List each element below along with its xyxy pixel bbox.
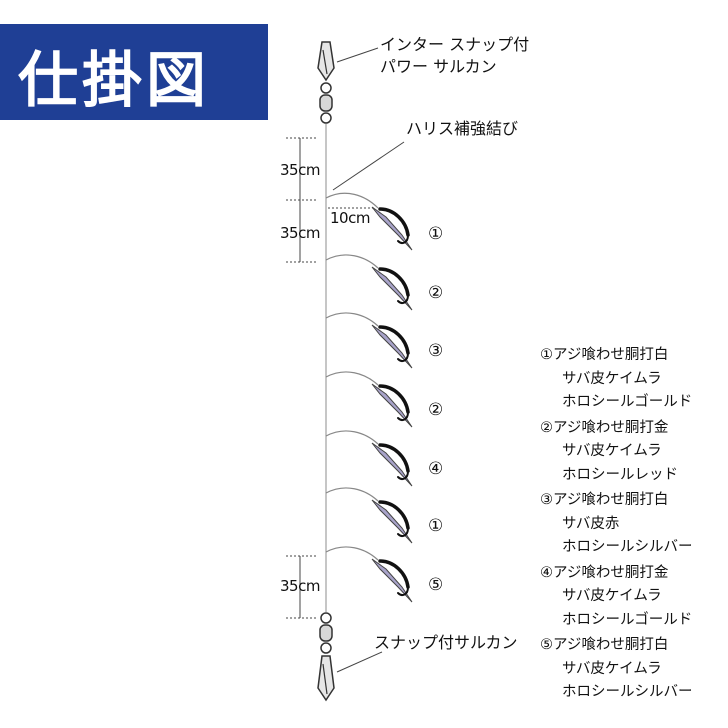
dimension-lines: [286, 137, 316, 619]
legend-item: ⑤アジ喰わせ胴打白 サバ皮ケイムラ ホロシールシルバー: [540, 634, 726, 705]
top-snap-label-line2: パワー サルカン: [380, 57, 497, 76]
hook-number: ③: [428, 341, 444, 361]
legend-head: ⑤アジ喰わせ胴打白: [540, 637, 669, 653]
lure-legend: ①アジ喰わせ胴打白 サバ皮ケイムラ ホロシールゴールド ②アジ喰わせ胴打金 サバ…: [540, 344, 726, 707]
legend-line: ホロシールゴールド: [562, 394, 693, 410]
legend-head: ③アジ喰わせ胴打白: [540, 492, 669, 508]
legend-line: サバ皮ケイムラ: [562, 443, 662, 459]
hook-number: ②: [428, 283, 444, 303]
dimension-label-1: 35cm: [280, 161, 320, 179]
legend-line: サバ皮ケイムラ: [562, 370, 662, 387]
hook-number: ⑤: [428, 575, 444, 595]
legend-item: ①アジ喰わせ胴打白 サバ皮ケイムラ ホロシールゴールド: [540, 344, 726, 415]
legend-line: サバ皮赤: [562, 515, 620, 532]
legend-line: サバ皮ケイムラ: [562, 588, 662, 604]
legend-line: ホロシールシルバー: [562, 684, 693, 700]
branch-length-label: 10cm: [330, 209, 370, 227]
legend-line: サバ皮ケイムラ: [562, 660, 662, 677]
dimension-label-2: 35cm: [280, 224, 320, 242]
top-snap-label-line1: インター スナップ付: [380, 35, 530, 54]
legend-head: ①アジ喰わせ胴打白: [540, 347, 669, 363]
legend-item: ②アジ喰わせ胴打金 サバ皮ケイムラ ホロシールレッド: [540, 417, 726, 488]
hook-number: ②: [428, 400, 444, 420]
bottom-snap-icon: [317, 612, 335, 702]
top-snap-icon: [317, 41, 335, 124]
hook-number: ④: [428, 459, 444, 479]
legend-line: ホロシールゴールド: [562, 611, 693, 628]
legend-item: ④アジ喰わせ胴打金 サバ皮ケイムラ ホロシールゴールド: [540, 562, 726, 633]
legend-line: ホロシールレッド: [562, 466, 678, 483]
hook-number: ①: [428, 516, 444, 536]
dimension-label-3: 35cm: [280, 577, 320, 595]
legend-item: ③アジ喰わせ胴打白 サバ皮赤 ホロシールシルバー: [540, 489, 726, 560]
title-banner: 仕掛図: [0, 24, 268, 120]
legend-line: ホロシールシルバー: [562, 539, 693, 555]
reinforce-knot-label: ハリス補強結び: [406, 119, 519, 138]
legend-head: ②アジ喰わせ胴打金: [540, 419, 669, 436]
hook-number: ①: [428, 224, 444, 244]
branch-lures: [325, 192, 414, 604]
diagram-title: 仕掛図: [18, 46, 210, 116]
legend-head: ④アジ喰わせ胴打金: [540, 564, 669, 581]
bottom-snap-label: スナップ付サルカン: [374, 633, 518, 652]
